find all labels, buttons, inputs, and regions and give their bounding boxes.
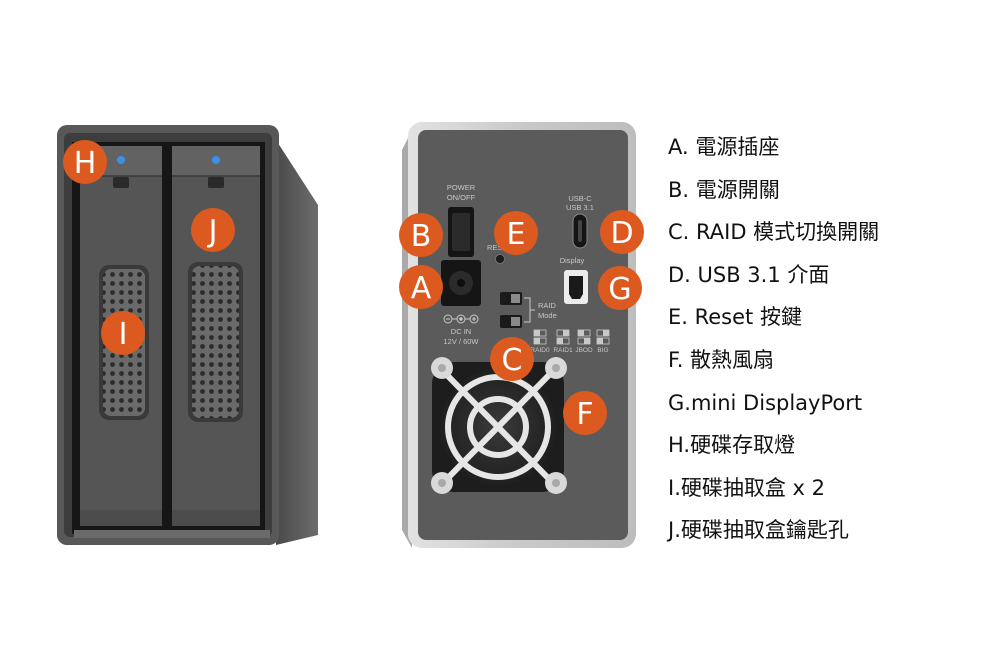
- raid-mode-legend: RAID0 RAID1 JBOD BIG: [530, 329, 610, 354]
- power-label-1: POWER: [447, 183, 476, 192]
- reset-button[interactable]: [495, 254, 505, 264]
- callout-badge-j: J: [191, 208, 235, 252]
- component-legend: A. 電源插座 B. 電源開關 C. RAID 模式切換開關 D. USB 3.…: [668, 128, 988, 554]
- mode-label-big: BIG: [597, 347, 608, 354]
- legend-item-b: B. 電源開關: [668, 177, 780, 202]
- front-base: [74, 530, 270, 538]
- callout-letter-f: F: [576, 397, 593, 432]
- dcin-label-1: DC IN: [451, 327, 471, 336]
- cooling-fan: [431, 357, 567, 494]
- front-view: [57, 125, 318, 545]
- legend-item-a: A. 電源插座: [668, 135, 780, 159]
- callout-badge-b: B: [399, 213, 443, 257]
- legend-item-c: C. RAID 模式切換開關: [668, 220, 880, 245]
- display-label: Display: [560, 256, 585, 265]
- mode-icon-raid1: [556, 329, 570, 345]
- drive-activity-led-1: [117, 156, 125, 164]
- tray-latch-1[interactable]: [113, 177, 129, 188]
- mode-label-raid0: RAID0: [530, 347, 550, 354]
- mode-label-raid1: RAID1: [553, 347, 573, 354]
- callout-letter-b: B: [411, 219, 432, 254]
- legend-item-j: J.硬碟抽取盒鑰匙孔: [668, 518, 849, 543]
- mode-label-jbod: JBOD: [575, 347, 593, 354]
- legend-item-f: F. 散熱風扇: [668, 347, 775, 372]
- usbc-label-2: USB 3.1: [566, 203, 594, 212]
- dcin-label-2: 12V / 60W: [443, 337, 479, 346]
- mode-icon-raid0: [533, 329, 547, 345]
- callout-badge-c: C: [490, 337, 534, 381]
- drive-activity-led-2: [212, 156, 220, 164]
- tray-latch-2[interactable]: [208, 177, 224, 188]
- legend-item-i: I.硬碟抽取盒 x 2: [668, 475, 826, 500]
- raid-label-2: Mode: [538, 311, 557, 320]
- callout-badge-i: I: [101, 311, 145, 355]
- raid-label-1: RAID: [538, 301, 557, 310]
- callout-letter-h: H: [74, 146, 97, 181]
- callout-badges: H J I B E D A G: [63, 140, 644, 435]
- mode-icon-big: [596, 329, 610, 345]
- callout-badge-d: D: [600, 210, 644, 254]
- callout-badge-a: A: [399, 265, 443, 309]
- callout-letter-d: D: [610, 216, 633, 251]
- tray-vent-grille-2: [192, 266, 239, 418]
- callout-badge-h: H: [63, 140, 107, 184]
- callout-letter-c: C: [502, 343, 523, 378]
- callout-letter-e: E: [507, 217, 526, 252]
- callout-badge-e: E: [494, 211, 538, 255]
- legend-item-g: G.mini DisplayPort: [668, 390, 863, 415]
- front-side-bevel: [276, 140, 318, 545]
- legend-item-d: D. USB 3.1 介面: [668, 262, 830, 287]
- callout-letter-j: J: [207, 214, 218, 249]
- dc-polarity-symbol-icon: [443, 314, 479, 324]
- back-view: POWER ON/OFF DC IN 12V / 60W RESET USB-C…: [402, 122, 636, 548]
- usbc-label-1: USB-C: [568, 194, 592, 203]
- mode-icon-jbod: [577, 329, 591, 345]
- callout-letter-g: G: [608, 272, 631, 307]
- legend-item-e: E. Reset 按鍵: [668, 305, 802, 330]
- power-label-2: ON/OFF: [447, 193, 476, 202]
- callout-letter-i: I: [119, 317, 128, 352]
- drive-tray-2[interactable]: [172, 146, 260, 526]
- callout-badge-f: F: [563, 391, 607, 435]
- callout-badge-g: G: [598, 266, 642, 310]
- legend-item-h: H.硬碟存取燈: [668, 433, 796, 458]
- callout-letter-a: A: [411, 271, 432, 306]
